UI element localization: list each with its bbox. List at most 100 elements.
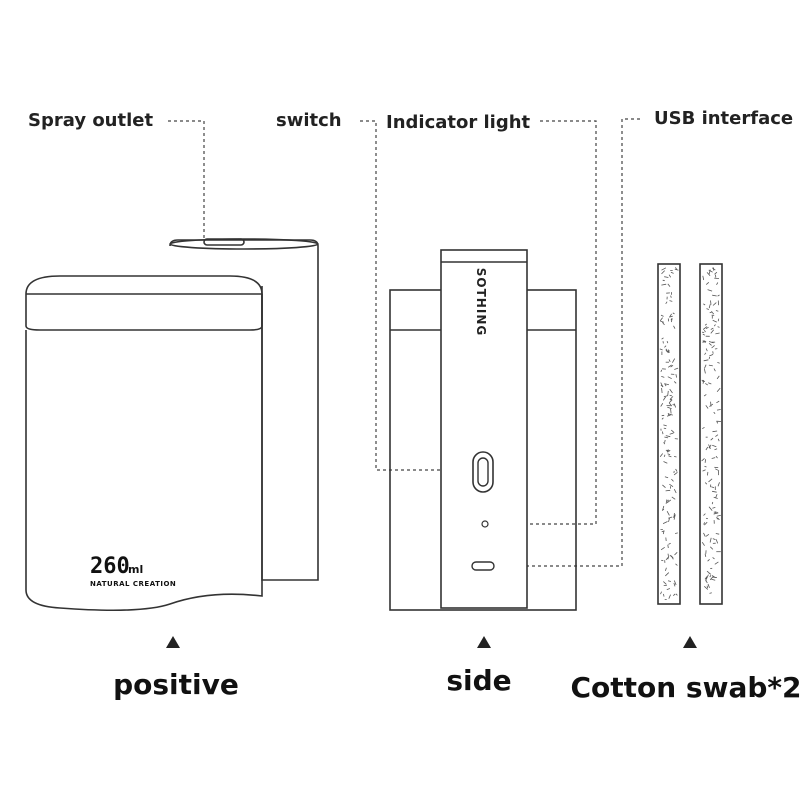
swab-fiber [675, 593, 678, 596]
swab-fiber [707, 289, 713, 292]
swab-fiber [716, 517, 719, 520]
swab-fiber [665, 499, 668, 504]
swab-fiber [712, 538, 716, 540]
swab-fiber [706, 570, 710, 574]
swab-fiber [708, 341, 714, 344]
swab-fiber [703, 522, 706, 525]
spray-tower [169, 239, 319, 581]
swab-fiber [717, 318, 720, 322]
swab-fiber [705, 576, 708, 582]
swab-fiber [674, 456, 677, 458]
swab-fiber [673, 325, 676, 329]
swab-fiber [661, 267, 667, 271]
swab-fiber [713, 512, 719, 515]
swab-fiber [662, 431, 664, 435]
swab-fiber [673, 593, 676, 596]
swab-fiber [708, 478, 713, 483]
caption-positive: positive [113, 668, 239, 701]
swab-fiber [716, 387, 721, 392]
swab-fiber [664, 345, 667, 348]
swab-fiber [717, 482, 720, 487]
swab-fiber [705, 326, 709, 329]
spray-tower-top [169, 238, 319, 250]
swab-fiber [714, 448, 718, 451]
swab-fiber [715, 539, 719, 544]
swab-fiber [671, 429, 675, 433]
swab-fiber [669, 315, 673, 318]
swab-fiber [714, 561, 719, 565]
swab-fiber [667, 376, 672, 380]
swab-fiber [665, 301, 668, 305]
swab-fiber [711, 345, 715, 349]
swab-fiber [672, 514, 676, 518]
swab-fiber [717, 326, 720, 328]
swab-fiber [661, 322, 665, 326]
swab-fiber [671, 555, 674, 560]
swab-fiber [705, 348, 708, 352]
swab-fiber [664, 383, 667, 387]
swab-fiber [708, 342, 712, 346]
capacity-unit: ml [128, 563, 143, 576]
swab-fiber [670, 408, 672, 414]
swab-fiber [667, 453, 671, 456]
usb-port [471, 561, 495, 571]
swab-fiber [660, 546, 665, 551]
swab-fiber [711, 578, 716, 581]
swab-fiber [661, 387, 663, 394]
caption-cotton-swab: Cotton swab*2 [570, 671, 800, 704]
swab-fiber [660, 402, 664, 407]
arrow-positive-icon [166, 636, 180, 648]
swab-fiber [659, 453, 664, 458]
swab-fiber [666, 340, 669, 344]
swab-fiber [704, 482, 708, 485]
capacity-subtitle: NATURAL CREATION [90, 580, 176, 588]
swab-fiber [712, 430, 718, 433]
swab-fiber [670, 295, 672, 298]
swab-fiber [664, 383, 670, 386]
swab-fiber [668, 399, 673, 403]
swab-fiber [710, 300, 712, 305]
swab-fiber [705, 383, 709, 386]
swab-fiber [712, 444, 717, 448]
swab-fiber [661, 559, 664, 562]
swab-fiber [715, 434, 719, 437]
swab-fiber [668, 455, 672, 458]
swab-fiber [712, 557, 715, 560]
swab-fiber [671, 478, 674, 482]
capacity-number: 260 [90, 554, 130, 579]
swab-fiber [705, 517, 709, 520]
side-front-panel [440, 249, 528, 609]
swab-fiber [665, 572, 670, 577]
swab-fiber [717, 362, 720, 364]
swab-fiber [663, 461, 668, 464]
swab-fiber [666, 499, 669, 502]
swab-fiber [661, 376, 665, 378]
indicator-light-label: Indicator light [386, 112, 531, 133]
swab-fiber [710, 329, 715, 334]
swab-fiber [669, 398, 673, 401]
swab-fiber [701, 379, 706, 382]
swab-fiber [673, 403, 677, 408]
swab-fiber [704, 459, 706, 463]
swab-fiber [704, 364, 707, 369]
swab-texture [659, 267, 722, 600]
swab-fiber [670, 364, 674, 368]
swab-fiber [712, 490, 717, 493]
swab-fiber [663, 581, 667, 585]
switch-inner [477, 457, 489, 487]
swab-fiber [704, 576, 708, 580]
swab-fiber [675, 532, 678, 534]
swab-fiber [673, 381, 677, 384]
swab-fiber [662, 521, 668, 524]
swab-fiber [668, 359, 671, 362]
swab-fiber [708, 364, 713, 367]
swab-fiber [704, 352, 707, 355]
swab-fiber [703, 329, 706, 333]
swab-fiber [669, 483, 674, 488]
swab-fiber [712, 576, 718, 578]
swab-fiber [711, 501, 714, 505]
swab-fiber [665, 556, 670, 561]
arrow-side-icon [477, 636, 491, 648]
swab-fiber [668, 516, 673, 519]
